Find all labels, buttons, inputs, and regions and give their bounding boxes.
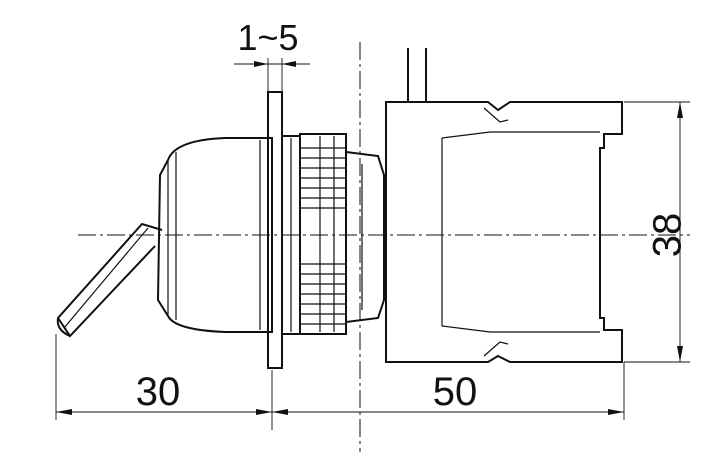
panel-thickness-label: 1~5 (237, 17, 298, 58)
rear-length-label: 50 (433, 370, 478, 414)
height-dimension: 38 (624, 101, 690, 363)
front-length-label: 30 (136, 370, 181, 414)
knurled-ribs (300, 136, 346, 332)
height-label: 38 (646, 213, 690, 258)
front-bezel (167, 137, 273, 333)
lever-cap (156, 159, 169, 317)
toggle-lever (56, 222, 163, 338)
mounting-panel (267, 91, 283, 369)
panel-thickness-dimension: 1~5 (234, 17, 310, 92)
length-dimensions: 30 50 (55, 334, 625, 430)
contact-block (385, 101, 623, 363)
threaded-bushing (345, 151, 385, 323)
terminal-wire (407, 48, 427, 102)
